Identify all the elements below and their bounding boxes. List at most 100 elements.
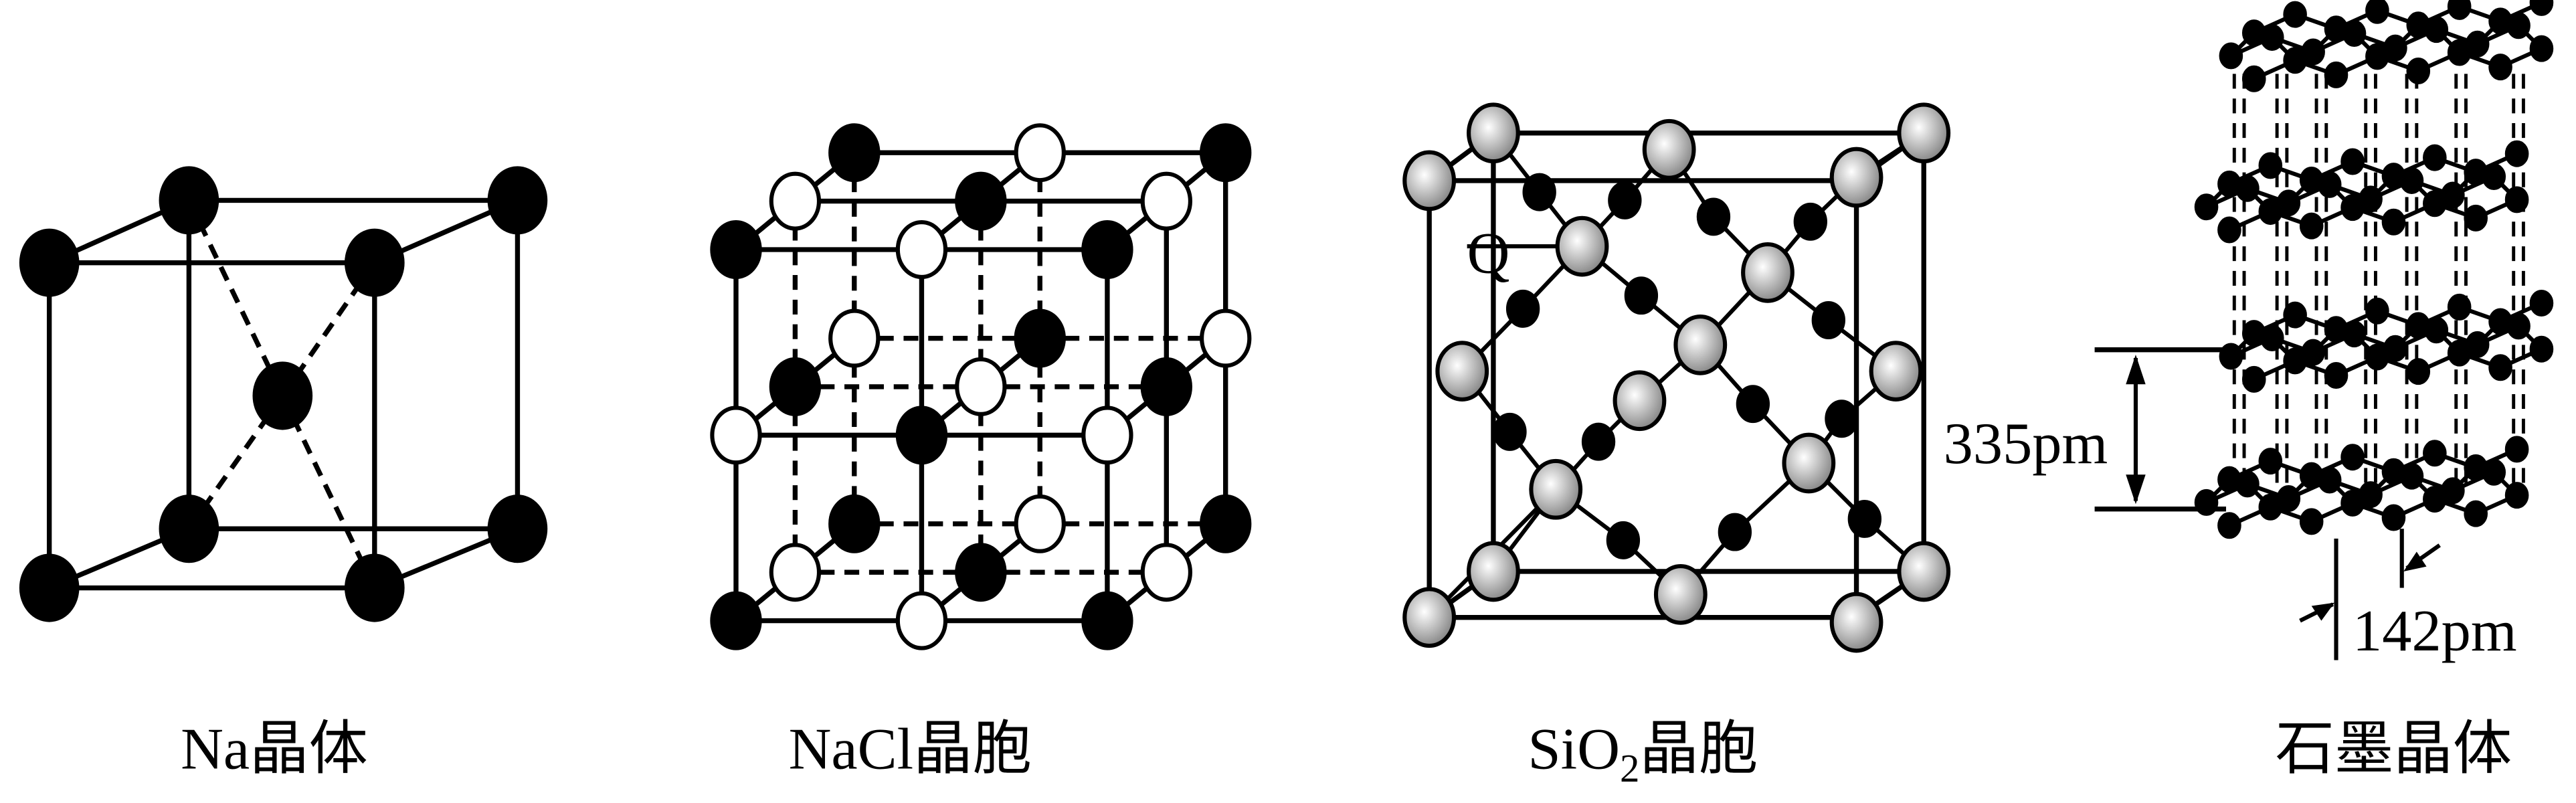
na-ion — [1200, 123, 1252, 183]
silicon-atom — [1869, 341, 1923, 402]
sio2-unit-cell — [1402, 102, 1951, 653]
na-ion — [1081, 591, 1133, 650]
carbon-atom — [2504, 436, 2529, 463]
graphite-crystal — [2094, 0, 2554, 660]
cl-ion — [1200, 308, 1252, 368]
bond-length-label: 142pm — [2353, 598, 2517, 664]
carbon-atom — [2424, 16, 2449, 43]
carbon-atom — [2283, 1, 2307, 28]
na-atom — [159, 166, 219, 235]
na-ion — [1140, 357, 1192, 416]
silicon-atom — [1435, 341, 1489, 402]
na-atom — [487, 166, 548, 235]
sio2-caption: SiO2晶胞 — [1528, 716, 1758, 790]
na-atom-center — [252, 361, 313, 430]
na-caption: Na晶体 — [181, 716, 368, 782]
carbon-atom — [2283, 47, 2307, 74]
silicon-atom — [1613, 370, 1667, 432]
oxygen-atom — [1606, 521, 1641, 559]
na-ion — [769, 357, 822, 416]
na-ion — [1081, 220, 1133, 279]
carbon-atom — [2506, 12, 2531, 39]
carbon-atom — [2235, 470, 2260, 498]
carbon-atom — [2406, 58, 2431, 85]
oxygen-atom — [1793, 202, 1827, 241]
carbon-atom — [2340, 194, 2365, 221]
na-ion — [955, 171, 1007, 231]
silicon-atom — [1782, 432, 1836, 494]
cl-ion — [895, 220, 948, 279]
carbon-atom — [2381, 504, 2406, 531]
na-atom — [159, 495, 219, 563]
cl-ion — [1014, 494, 1066, 553]
arrowhead — [2311, 602, 2335, 621]
na-ion — [828, 494, 881, 553]
dashed-bond — [280, 394, 377, 590]
sio2-caption-tail: 晶胞 — [1639, 716, 1758, 782]
cl-ion — [1140, 543, 1192, 602]
carbon-atom — [2324, 361, 2349, 389]
silicon-atom — [1897, 541, 1951, 602]
carbon-atom — [2424, 317, 2449, 344]
interlayer-distance-label: 335pm — [1944, 411, 2108, 476]
carbon-atom — [2482, 163, 2506, 191]
carbon-atom — [2488, 54, 2512, 81]
silicon-atom — [1402, 150, 1457, 211]
cl-ion — [1014, 123, 1066, 183]
arrowhead-up — [2126, 355, 2146, 385]
arrowhead-down — [2126, 474, 2146, 505]
carbon-atom — [2317, 171, 2342, 198]
carbon-atom — [2194, 193, 2219, 221]
oxygen-atom — [1696, 197, 1731, 236]
sio2-caption-subscript: 2 — [1620, 747, 1639, 790]
carbon-atom — [2423, 440, 2447, 467]
carbon-atom — [2324, 61, 2349, 88]
na-atom — [19, 553, 80, 622]
silicon-atom — [1653, 563, 1708, 625]
oxygen-atom — [1505, 289, 1540, 328]
arrowhead — [2403, 551, 2427, 571]
carbon-atom — [2283, 301, 2307, 329]
oxygen-atom — [1718, 513, 1752, 551]
carbon-atom — [2504, 186, 2529, 213]
na-atom — [487, 495, 548, 563]
silicon-atom — [1829, 147, 1883, 208]
carbon-atom — [2423, 190, 2447, 217]
carbon-atom — [2217, 216, 2241, 244]
oxygen-atom — [1736, 385, 1770, 424]
carbon-atom — [2529, 290, 2554, 317]
carbon-atom — [2406, 358, 2431, 385]
carbon-atom — [2447, 39, 2472, 66]
cl-ion — [710, 406, 762, 465]
na-ion — [710, 220, 762, 279]
carbon-atom — [2423, 486, 2447, 513]
na-ion — [710, 591, 762, 650]
oxygen-atom — [1624, 276, 1659, 315]
oxygen-atom — [1811, 301, 1845, 339]
carbon-atom — [2340, 148, 2365, 175]
carbon-atom — [2365, 0, 2389, 24]
na-ion — [828, 123, 881, 183]
na-ion — [955, 543, 1007, 602]
carbon-atom — [2529, 0, 2554, 16]
carbon-atom — [2219, 42, 2243, 70]
na-crystal-cell — [19, 166, 548, 622]
silicon-atom — [1467, 102, 1520, 164]
carbon-atom — [2399, 167, 2424, 194]
carbon-atom — [2342, 20, 2367, 48]
dashed-bond — [187, 199, 285, 397]
carbon-atom — [2342, 321, 2367, 348]
carbon-atom — [2529, 335, 2554, 363]
q-marker-label: Q — [1467, 220, 1510, 286]
carbon-atom — [2482, 458, 2506, 486]
cl-ion — [828, 308, 881, 368]
silicon-atom — [1529, 458, 1583, 520]
carbon-atom — [2217, 512, 2241, 539]
cl-ion — [955, 357, 1007, 416]
oxygen-atom — [1493, 412, 1527, 451]
carbon-atom — [2464, 500, 2488, 527]
carbon-atom — [2317, 466, 2342, 494]
silicon-atom — [1402, 587, 1457, 648]
